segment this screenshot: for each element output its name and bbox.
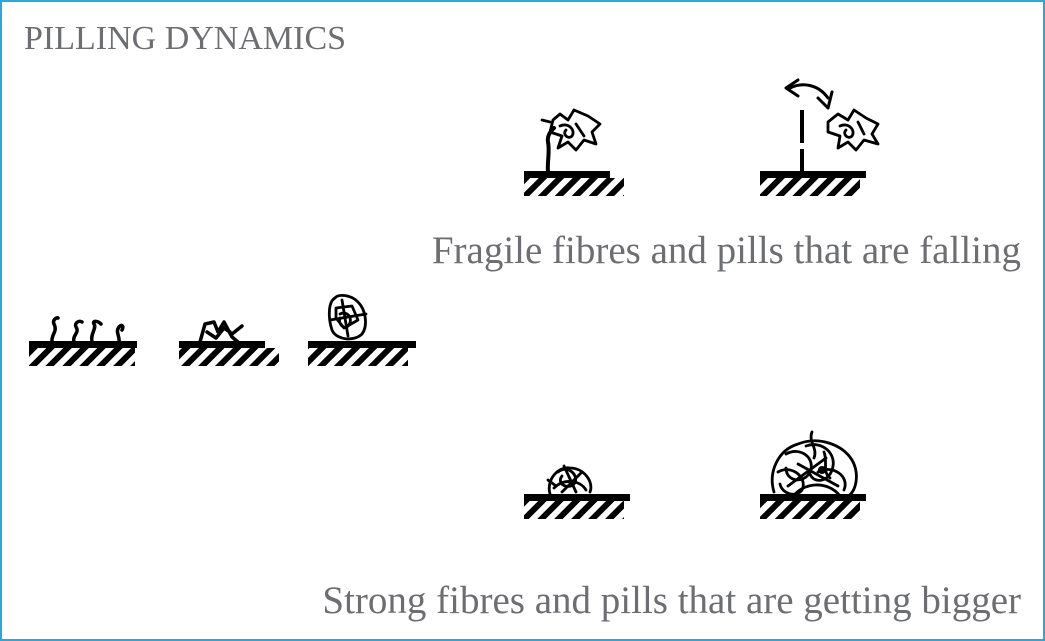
small-pill-icon: [524, 464, 630, 519]
pill-falling-icon: [760, 78, 880, 196]
large-pill-icon: [760, 430, 866, 519]
diagram-title: PILLING DYNAMICS: [24, 20, 347, 57]
fuzz-icon: [29, 316, 137, 366]
fragile-caption: Fragile fibres and pills that are fallin…: [431, 229, 1021, 272]
strong-caption: Strong fibres and pills that are getting…: [322, 579, 1021, 622]
entangling-icon: [179, 320, 279, 366]
pill-icon: [308, 293, 416, 366]
fragile-anchor-icon: [524, 108, 624, 196]
